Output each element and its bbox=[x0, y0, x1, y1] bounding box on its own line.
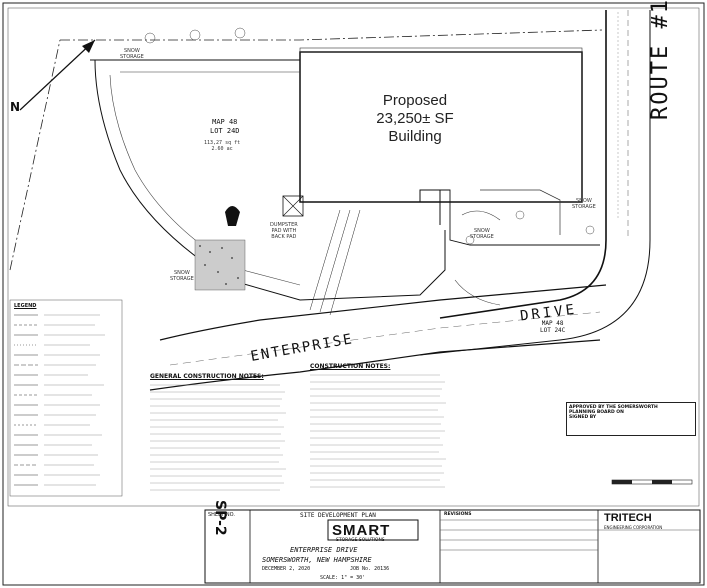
sheet-number: SP-2 bbox=[212, 500, 228, 536]
smart-logo-text: SMART bbox=[332, 522, 391, 539]
plan-title: SITE DEVELOPMENT PLAN bbox=[300, 512, 376, 519]
north-label: N bbox=[10, 100, 21, 114]
dumpster-pad-label: DUMPSTER PAD WITH BACK PAD bbox=[270, 222, 298, 240]
project-name: ENTERPRISE DRIVE bbox=[290, 546, 358, 554]
approval-box: APPROVED BY THE SOMERSWORTH PLANNING BOA… bbox=[566, 402, 696, 436]
map48-lot24d-label: MAP 48 LOT 24D bbox=[210, 118, 240, 135]
construction-notes-title: CONSTRUCTION NOTES: bbox=[310, 363, 391, 370]
lot24d-area-label: 113,27 sq ft 2.60 ac bbox=[204, 140, 241, 152]
general-notes-title: GENERAL CONSTRUCTION NOTES: bbox=[150, 373, 264, 380]
plan-scale: SCALE: 1" = 30' bbox=[320, 575, 366, 581]
building-line1: Proposed bbox=[382, 92, 448, 109]
proposed-building-label: Proposed 23,250± SF Building bbox=[335, 92, 495, 146]
approval-line1: APPROVED BY THE SOMERSWORTH bbox=[569, 405, 658, 410]
sheet-no-label: SHEET NO. bbox=[208, 512, 235, 518]
tritech-subtext: ENGINEERING CORPORATION bbox=[604, 525, 663, 530]
snow-storage-label-1: SNOW STORAGE bbox=[120, 48, 144, 60]
smart-logo-subtext: STORAGE SOLUTIONS bbox=[336, 538, 385, 543]
legend-title: LEGEND bbox=[14, 303, 37, 309]
approval-line2: PLANNING BOARD ON bbox=[569, 410, 624, 415]
snow-storage-label-2: SNOW STORAGE bbox=[170, 270, 194, 282]
plan-date: DECEMBER 2, 2020 bbox=[262, 566, 311, 572]
job-number: JOB No. 20136 bbox=[350, 566, 390, 572]
snow-storage-label-4: SNOW STORAGE bbox=[572, 198, 596, 210]
building-line2: 23,250± SF bbox=[376, 110, 454, 127]
revisions-label: REVISIONS bbox=[444, 512, 472, 517]
snow-storage-label-3: SNOW STORAGE bbox=[470, 228, 494, 240]
building-line3: Building bbox=[388, 128, 442, 145]
route-108-label: ROUTE #108 bbox=[648, 0, 673, 120]
map48-lot24c-label: MAP 48 LOT 24C bbox=[540, 320, 566, 334]
project-location: SOMERSWORTH, NEW HAMPSHIRE bbox=[262, 556, 372, 564]
tritech-logo-text: TRITECH bbox=[604, 512, 652, 524]
approval-line3: SIGNED BY bbox=[569, 415, 597, 420]
